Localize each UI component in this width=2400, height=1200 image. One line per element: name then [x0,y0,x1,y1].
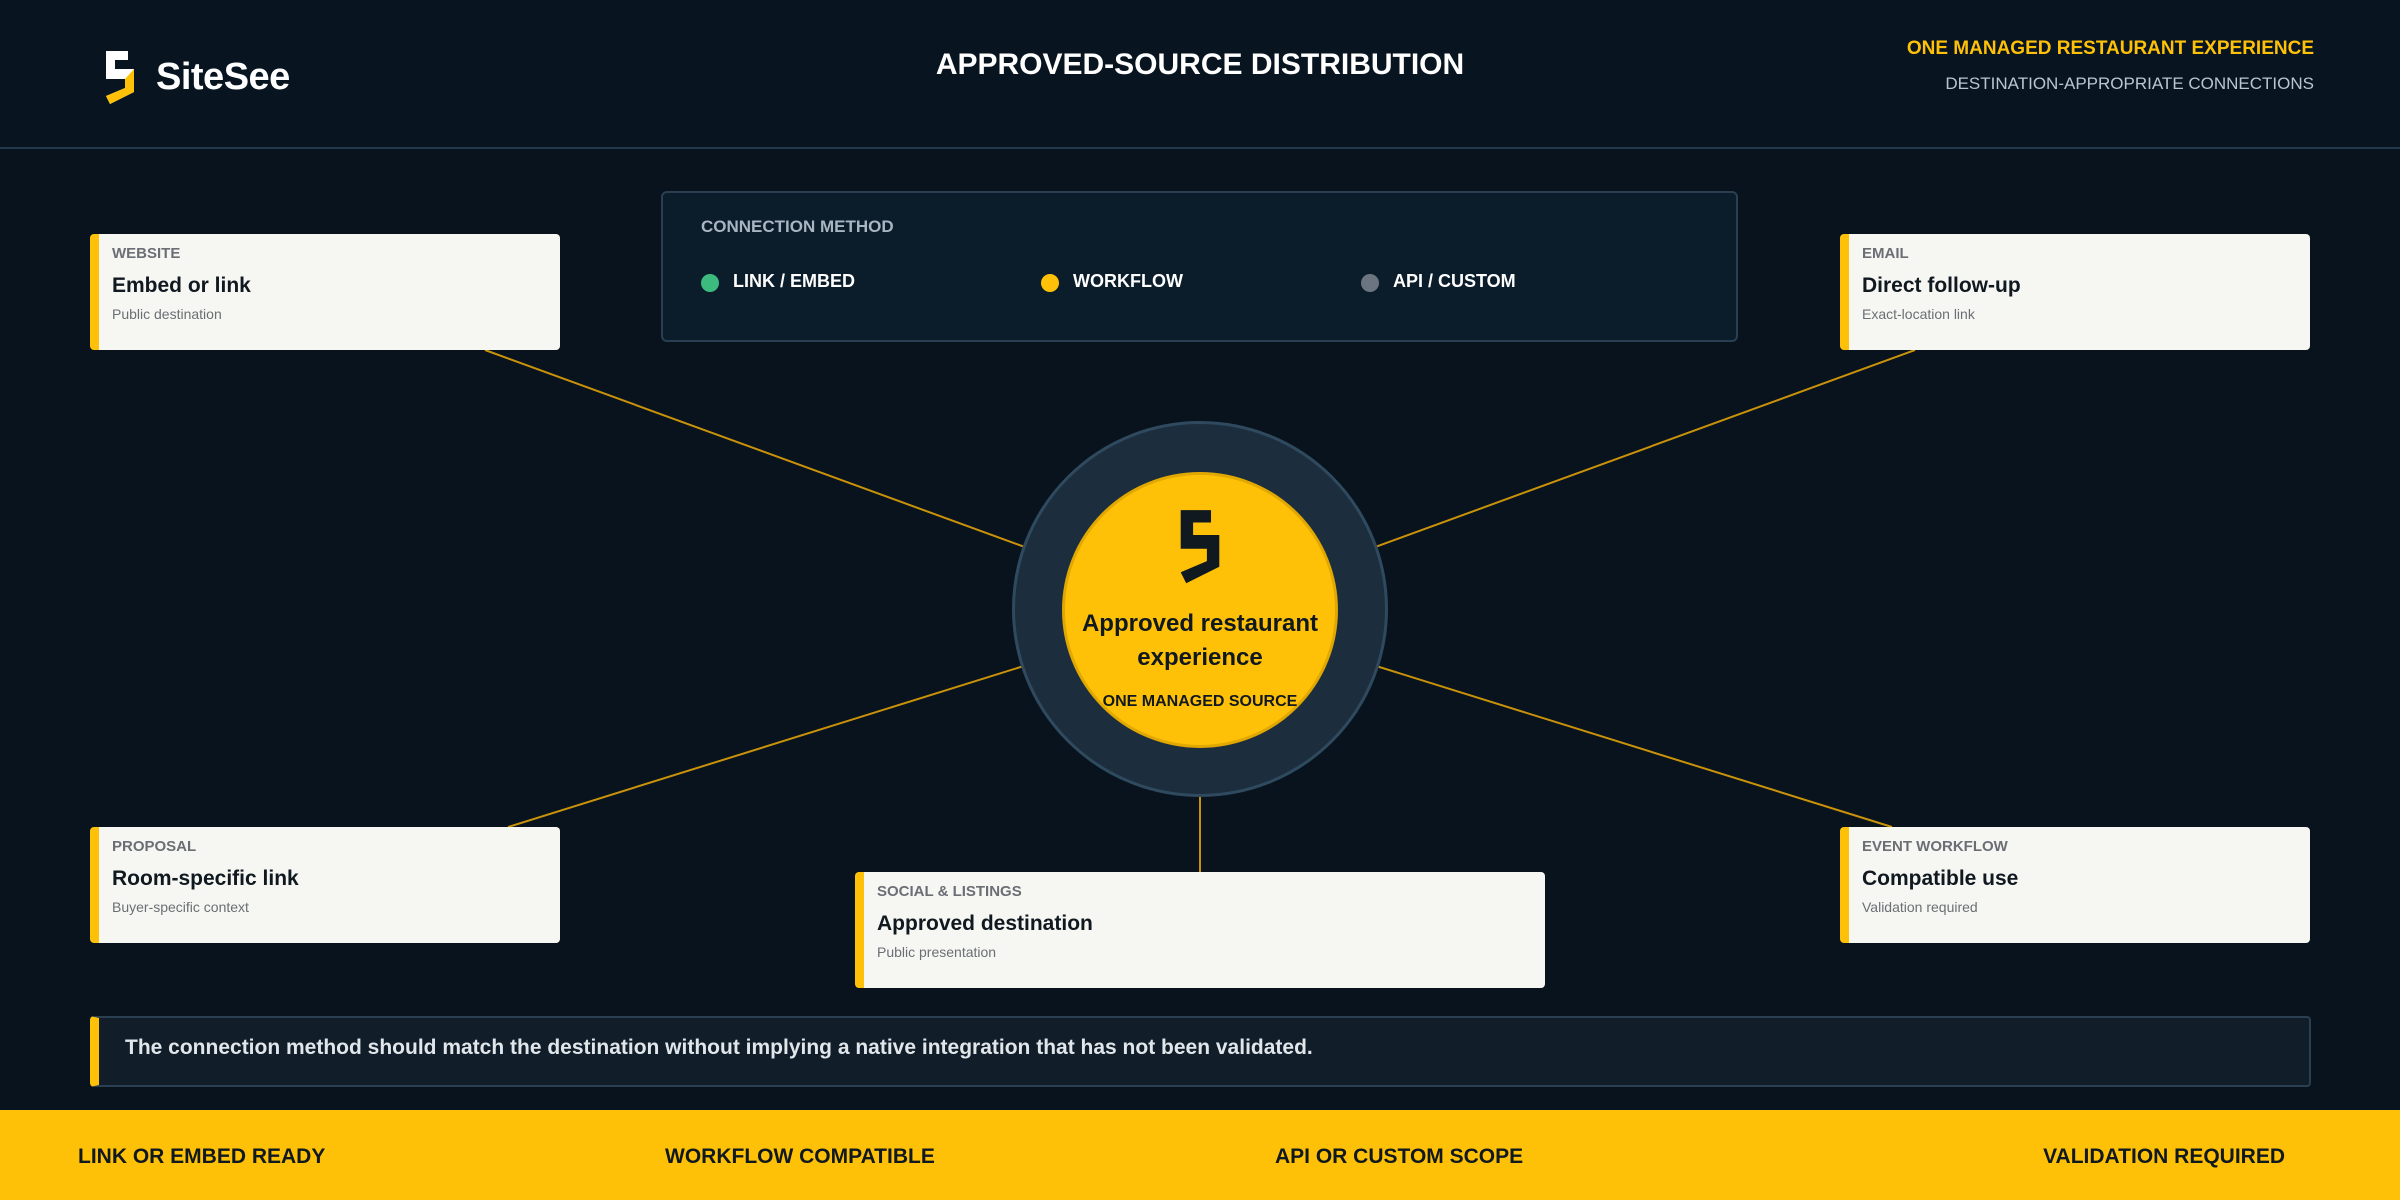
card-title: Approved destination [877,912,1093,935]
header: SiteSee APPROVED-SOURCE DISTRIBUTION ONE… [0,0,2400,149]
connection-method-legend: CONNECTION METHOD LINK / EMBED WORKFLOW … [661,191,1738,342]
card-title: Compatible use [1862,867,2019,890]
destination-card-email[interactable]: EMAIL Direct follow-up Exact-location li… [1840,234,2310,350]
yellow-dot-icon [1041,274,1059,292]
note-text: The connection method should match the d… [125,1036,1313,1059]
legend-label: LINK / EMBED [733,270,856,291]
card-kicker: EMAIL [1862,245,1909,262]
card-title: Direct follow-up [1862,274,2021,297]
card-kicker: SOCIAL & LISTINGS [877,883,1022,900]
header-subtagline: DESTINATION-APPROPRIATE CONNECTIONS [1945,74,2314,93]
footer-item-validation: VALIDATION REQUIRED [2043,1145,2285,1168]
destination-card-proposal[interactable]: PROPOSAL Room-specific link Buyer-specif… [90,827,560,943]
sitesee-logo[interactable]: SiteSee [96,48,290,106]
destination-card-event-workflow[interactable]: EVENT WORKFLOW Compatible use Validation… [1840,827,2310,943]
legend-item-api-custom: API / CUSTOM [1361,270,1516,292]
card-kicker: EVENT WORKFLOW [1862,838,2008,855]
legend-item-link-embed: LINK / EMBED [701,270,855,292]
card-subtitle: Public destination [112,306,222,322]
card-subtitle: Validation required [1862,899,1978,915]
card-kicker: PROPOSAL [112,838,197,855]
destination-card-website[interactable]: WEBSITE Embed or link Public destination [90,234,560,350]
hub-subtitle: ONE MANAGED SOURCE [1102,693,1298,710]
legend-label: WORKFLOW [1073,270,1183,291]
header-tagline: ONE MANAGED RESTAURANT EXPERIENCE [1906,38,2314,59]
footer-item-api-custom: API OR CUSTOM SCOPE [1275,1145,1524,1168]
footer-bar: LINK OR EMBED READY WORKFLOW COMPATIBLE … [0,1110,2400,1200]
card-subtitle: Exact-location link [1862,306,1975,322]
card-kicker: WEBSITE [112,245,181,262]
green-dot-icon [701,274,719,292]
hub-title: Approved restaurant experience [1081,610,1319,671]
footer-item-link-embed: LINK OR EMBED READY [78,1145,326,1168]
footer-item-workflow: WORKFLOW COMPATIBLE [665,1145,935,1168]
card-title: Embed or link [112,274,251,297]
hub-logo-icon [1180,510,1220,584]
card-subtitle: Buyer-specific context [112,899,249,915]
logo-text: SiteSee [156,55,290,98]
gray-dot-icon [1361,274,1379,292]
sitesee-logo-icon [106,51,134,104]
card-title: Room-specific link [112,867,299,890]
legend-label: API / CUSTOM [1393,270,1516,291]
destination-card-social-listings[interactable]: SOCIAL & LISTINGS Approved destination P… [855,872,1545,988]
page-title: APPROVED-SOURCE DISTRIBUTION [935,48,1465,81]
legend-title: CONNECTION METHOD [701,217,894,236]
card-subtitle: Public presentation [877,944,997,960]
legend-item-workflow: WORKFLOW [1041,270,1183,292]
note-banner: The connection method should match the d… [90,1016,2311,1087]
